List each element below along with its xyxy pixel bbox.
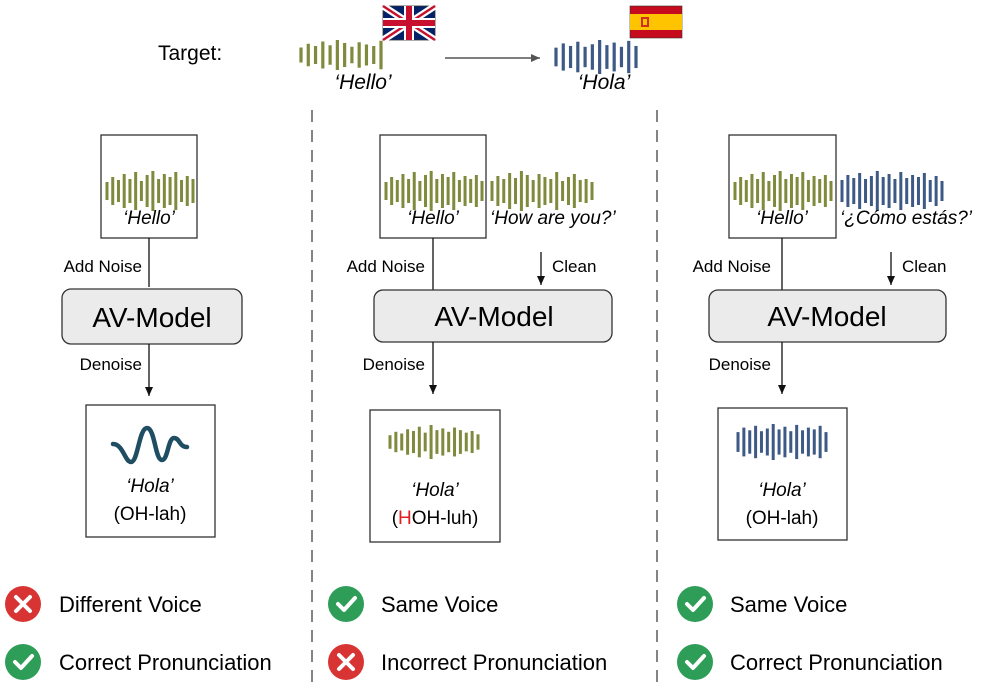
panel-3-output-word: ‘Hola’ (758, 480, 806, 501)
panel-2-model-box (373, 289, 613, 343)
panel-2-model-label: AV-Model (434, 301, 553, 332)
panel-3-result-1-text: Same Voice (730, 592, 847, 617)
panel-3-result-2: Correct Pronunciation (677, 644, 943, 680)
panel-2-clean-label: Clean (552, 257, 596, 276)
target-label: Target: (158, 42, 222, 65)
panel-2-output-waveform-icon (388, 425, 480, 459)
panel-2-result-1: Same Voice (328, 586, 498, 622)
panel-2-clean-waveform-icon (490, 171, 594, 211)
cross-icon (328, 644, 364, 680)
panel-3-input-word: ‘Hello’ (756, 208, 809, 229)
target-word: ‘Hola’ (578, 71, 631, 94)
panel-1-model-label: AV-Model (92, 302, 211, 333)
check-icon (328, 586, 364, 622)
panel-2-input-waveform-icon (384, 171, 484, 211)
panel-3-model-label: AV-Model (767, 301, 886, 332)
distorted-waveform-icon (110, 425, 190, 465)
panel-3-input-waveform-icon (733, 171, 833, 211)
panel-2-output-pron: (HOH-luh) (392, 508, 479, 529)
spain-flag-icon (629, 5, 683, 39)
panel-3-clean-label: Clean (902, 257, 946, 276)
panel-2-output-word: ‘Hola’ (411, 480, 459, 501)
panel-2-pron-rest: OH-luh) (412, 508, 479, 529)
panel-2: ‘Hello’ ‘How are you?’ Add Noise Clean A… (328, 134, 616, 680)
panel-3-denoise-label: Denoise (709, 355, 771, 374)
source-waveform-icon (299, 40, 383, 70)
panel-1-noise-label: Add Noise (64, 257, 142, 276)
panel-2-result-1-text: Same Voice (381, 592, 498, 617)
target-waveform-icon (554, 40, 638, 74)
cross-icon (5, 586, 41, 622)
panel-1-result-2: Correct Pronunciation (5, 644, 272, 680)
panel-3-result-2-text: Correct Pronunciation (730, 650, 943, 675)
panel-3-model-box (708, 289, 947, 343)
panel-1: ‘Hello’ Add Noise AV-Model Denoise ‘Hola… (5, 134, 272, 680)
panel-1-output-box (85, 404, 216, 538)
check-icon (677, 586, 713, 622)
panel-3-result-1: Same Voice (677, 586, 847, 622)
panel-1-input-word: ‘Hello’ (123, 208, 176, 229)
panel-2-pron-open: ( (392, 508, 399, 529)
panel-1-output-word: ‘Hola’ (126, 476, 174, 497)
check-icon (677, 644, 713, 680)
panel-1-result-1-text: Different Voice (59, 592, 202, 617)
check-icon (5, 644, 41, 680)
panel-2-clean-text: ‘How are you?’ (490, 208, 616, 229)
panel-3-noise-label: Add Noise (693, 257, 771, 276)
panel-3-output-box (717, 407, 848, 541)
panel-2-output-box (369, 409, 501, 543)
source-word: ‘Hello’ (334, 71, 392, 94)
panel-1-output-pron: (OH-lah) (114, 504, 187, 525)
panel-1-model-box (61, 288, 243, 345)
panel-1-result-2-text: Correct Pronunciation (59, 650, 272, 675)
panel-3-clean-waveform-icon (840, 171, 944, 211)
panel-2-input-word: ‘Hello’ (407, 208, 460, 229)
panel-3: ‘Hello’ ‘¿Cómo estás?’ Add Noise Clean A… (677, 134, 973, 680)
panel-2-pron-highlight: H (398, 508, 412, 529)
panel-3-output-waveform-icon (736, 424, 828, 460)
panel-1-result-1: Different Voice (5, 586, 202, 622)
panel-2-denoise-label: Denoise (363, 355, 425, 374)
panel-1-input-waveform-icon (105, 171, 195, 211)
panel-3-clean-text: ‘¿Cómo estás?’ (840, 208, 973, 229)
panel-1-denoise-label: Denoise (80, 355, 142, 374)
panel-2-result-2-text: Incorrect Pronunciation (381, 650, 607, 675)
panel-2-result-2: Incorrect Pronunciation (328, 644, 607, 680)
panel-2-noise-label: Add Noise (347, 257, 425, 276)
uk-flag-icon (381, 3, 437, 43)
panel-3-output-pron: (OH-lah) (746, 508, 819, 529)
